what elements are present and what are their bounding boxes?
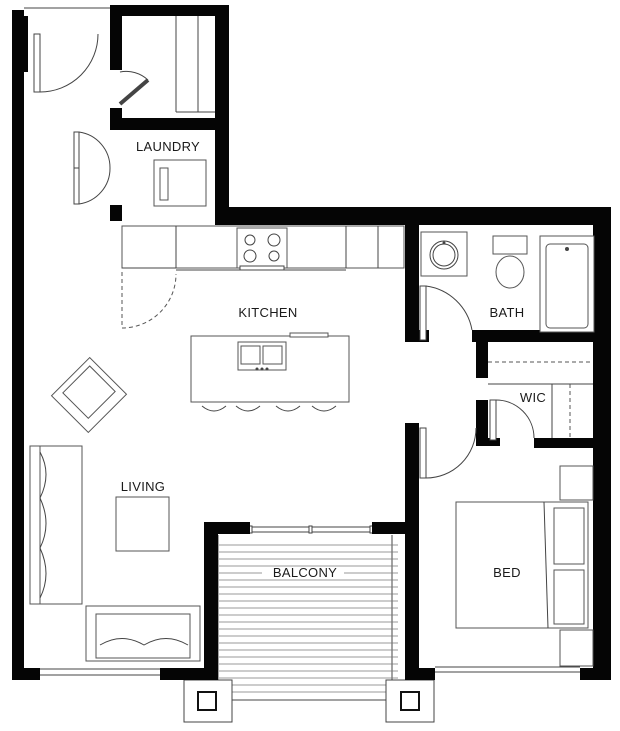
room-label-bed: BED [493,565,521,580]
room-label-wic: WIC [520,390,546,405]
armchair-icon [50,356,128,434]
balcony-post-right-inner [400,691,420,711]
thin-lines [24,7,580,723]
stove-icon [236,227,288,271]
bar-stools [201,405,337,412]
nightstands [559,465,594,667]
room-label-laundry: LAUNDRY [136,139,200,154]
storage [175,16,593,438]
washer-dryer [153,159,207,207]
sofa-icon [29,445,83,605]
doors [33,33,535,479]
bathtub-icon [539,235,595,333]
room-label-balcony: BALCONY [273,565,337,580]
toilet-icon [492,235,528,289]
room-label-bath: BATH [490,305,525,320]
room-labels: LAUNDRY KITCHEN BATH WIC LIVING BALCONY … [121,139,546,580]
coffee-table [115,496,170,552]
media-console [85,605,201,662]
balcony-decking [219,544,398,693]
kitchen-sink-icon [237,341,287,371]
balcony-post-left-inner [197,691,217,711]
room-label-living: LIVING [121,479,165,494]
walls [12,5,611,680]
room-label-kitchen: KITCHEN [238,305,297,320]
bathroom-sink-icon [420,231,468,277]
bed-icon [455,501,589,629]
